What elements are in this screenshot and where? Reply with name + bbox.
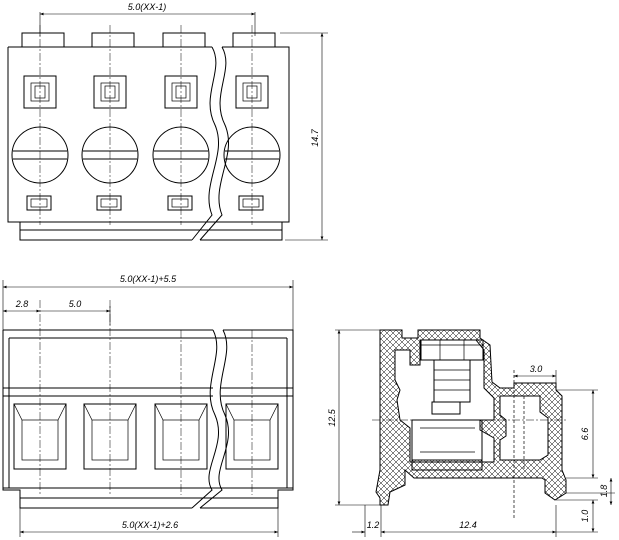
side-base-dimensions: 1.2 12.4 bbox=[352, 505, 557, 537]
side-base-length-label: 12.4 bbox=[459, 520, 477, 530]
side-height-label: 12.5 bbox=[327, 408, 337, 427]
front-left-offset-label: 2.8 bbox=[15, 299, 29, 309]
top-square-windows bbox=[23, 75, 269, 109]
side-inner-height-dimension: 6.6 bbox=[556, 389, 598, 479]
front-bottom-width-dimension: 5.0(XX-1)+2.6 bbox=[19, 508, 279, 537]
side-pin-offset-label: 3.0 bbox=[530, 364, 543, 374]
top-body-outline bbox=[7, 46, 290, 241]
top-view: 5.0(XX-1) bbox=[7, 2, 328, 241]
side-pin-lines bbox=[372, 370, 568, 520]
top-height-dimension: 14.7 bbox=[280, 32, 328, 241]
front-pitch-label: 5.0 bbox=[69, 299, 82, 309]
front-offset-dimensions: 2.8 5.0 bbox=[3, 299, 111, 325]
side-inner-height-label: 6.6 bbox=[580, 428, 590, 441]
top-center-lines bbox=[39, 25, 253, 225]
side-pin-bottom-dimension: 1.0 bbox=[556, 499, 598, 533]
front-body-outline bbox=[2, 329, 294, 509]
front-bottom-width-label: 5.0(XX-1)+2.6 bbox=[122, 520, 178, 530]
front-overall-width-dimension: 5.0(XX-1)+5.5 bbox=[2, 274, 294, 330]
side-pin-offset-dimension: 3.0 bbox=[514, 364, 557, 383]
side-pin-spacing-label: 1.8 bbox=[599, 485, 609, 498]
top-tabs bbox=[21, 32, 276, 48]
top-height-label: 14.7 bbox=[310, 128, 320, 147]
side-pin-bottom-label: 1.0 bbox=[580, 510, 590, 523]
side-base-left-label: 1.2 bbox=[367, 520, 380, 530]
front-wire-openings bbox=[13, 403, 279, 470]
side-view: 12.5 3.0 6.6 1.8 1.0 bbox=[327, 329, 615, 537]
top-screw-circles bbox=[11, 126, 281, 184]
front-view: 5.0(XX-1)+5.5 2.8 5.0 bbox=[2, 274, 294, 537]
side-screw bbox=[420, 339, 484, 415]
front-center-lines bbox=[39, 300, 253, 495]
front-overall-width-label: 5.0(XX-1)+5.5 bbox=[120, 274, 177, 284]
top-pitch-dimension: 5.0(XX-1) bbox=[39, 2, 256, 36]
side-pin-spacing-dimension: 1.8 bbox=[566, 478, 615, 505]
side-housing-section bbox=[375, 329, 567, 506]
top-pitch-label: 5.0(XX-1) bbox=[128, 2, 167, 12]
top-small-slots bbox=[26, 195, 264, 211]
side-height-dimension: 12.5 bbox=[327, 329, 382, 506]
